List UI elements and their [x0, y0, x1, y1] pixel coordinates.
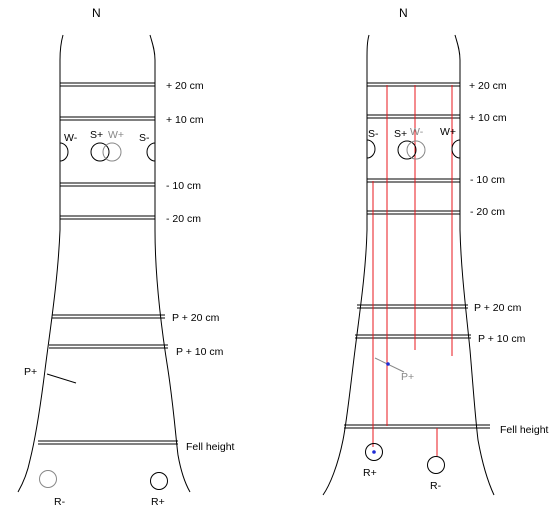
right-root-r-minus — [427, 456, 445, 474]
left-p-plus-marker — [46, 373, 77, 384]
right-label-r-plus: R+ — [363, 467, 377, 479]
right-label-fell-height: Fell height — [500, 424, 549, 436]
left-trunk-left-edge — [17, 34, 64, 493]
right-label-p-plus-10: P + 10 cm — [478, 333, 526, 345]
right-label-p-plus-20: P + 20 cm — [474, 302, 522, 314]
left-height-line-p-plus-20 — [52, 314, 165, 319]
right-circle-s-minus — [366, 139, 376, 159]
right-circle-w-minus — [406, 140, 426, 160]
left-label-w-minus: W- — [64, 132, 78, 144]
right-panel: N + 20 cm + 10 cm - 10 cm - 20 cm — [322, 6, 549, 496]
right-label-r-minus: R- — [430, 480, 442, 492]
left-label-p-plus: P+ — [24, 366, 37, 378]
right-trunk-left-edge — [322, 34, 370, 496]
right-north-label: N — [399, 6, 408, 20]
right-label-p-plus: P+ — [401, 371, 414, 383]
right-circle-w-plus — [451, 139, 461, 159]
right-root-r-plus — [365, 443, 383, 461]
left-height-line-p-plus-10 — [49, 344, 168, 349]
right-height-line-plus-10 — [367, 114, 460, 119]
right-p-plus-marker — [374, 357, 405, 373]
left-fell-height-line — [38, 440, 178, 445]
right-trunk-right-edge — [454, 34, 495, 496]
left-height-line-plus-10 — [60, 116, 155, 121]
left-label-s-plus: S+ — [90, 129, 103, 141]
right-label-s-plus: S+ — [394, 128, 407, 140]
right-circle-s-plus — [397, 140, 417, 160]
right-p-plus-dot — [386, 362, 390, 366]
left-label-s-minus: S- — [139, 132, 150, 144]
right-height-line-p-plus-10 — [355, 334, 471, 339]
left-label-r-plus: R+ — [151, 496, 165, 508]
right-label-plus-20: + 20 cm — [469, 80, 507, 92]
left-root-r-minus — [39, 470, 57, 488]
left-height-line-minus-20 — [60, 215, 155, 220]
left-height-line-minus-10 — [60, 182, 155, 187]
right-root-r-plus-dot — [372, 450, 376, 454]
left-circle-w-minus — [59, 142, 69, 162]
right-label-w-minus: W- — [410, 126, 424, 138]
right-height-line-minus-20 — [367, 210, 460, 215]
right-label-minus-20: - 20 cm — [470, 206, 505, 218]
left-trunk-right-edge — [149, 34, 191, 493]
right-label-minus-10: - 10 cm — [470, 174, 505, 186]
left-circle-s-minus — [146, 142, 156, 162]
left-panel: N + 20 cm + 10 cm - 10 cm - 20 cm — [17, 6, 235, 508]
right-label-w-plus: W+ — [440, 126, 456, 138]
right-height-line-plus-20 — [367, 82, 460, 87]
left-circle-w-plus — [102, 142, 122, 162]
left-label-fell-height: Fell height — [186, 441, 235, 453]
left-label-w-plus: W+ — [108, 129, 124, 141]
left-label-p-plus-10: P + 10 cm — [176, 346, 224, 358]
left-north-label: N — [92, 6, 101, 20]
left-label-p-plus-20: P + 20 cm — [172, 312, 220, 324]
right-label-plus-10: + 10 cm — [469, 112, 507, 124]
left-root-r-plus — [150, 472, 168, 490]
left-label-plus-10: + 10 cm — [166, 114, 204, 126]
left-height-line-plus-20 — [60, 82, 155, 87]
right-height-line-p-plus-20 — [357, 304, 468, 309]
left-label-plus-20: + 20 cm — [166, 80, 204, 92]
left-label-minus-10: - 10 cm — [166, 180, 201, 192]
left-circle-s-plus — [90, 142, 110, 162]
right-label-s-minus: S- — [368, 128, 379, 140]
right-fell-height-line — [344, 424, 490, 429]
left-label-minus-20: - 20 cm — [166, 213, 201, 225]
right-height-line-minus-10 — [367, 178, 460, 183]
left-label-r-minus: R- — [54, 496, 66, 508]
